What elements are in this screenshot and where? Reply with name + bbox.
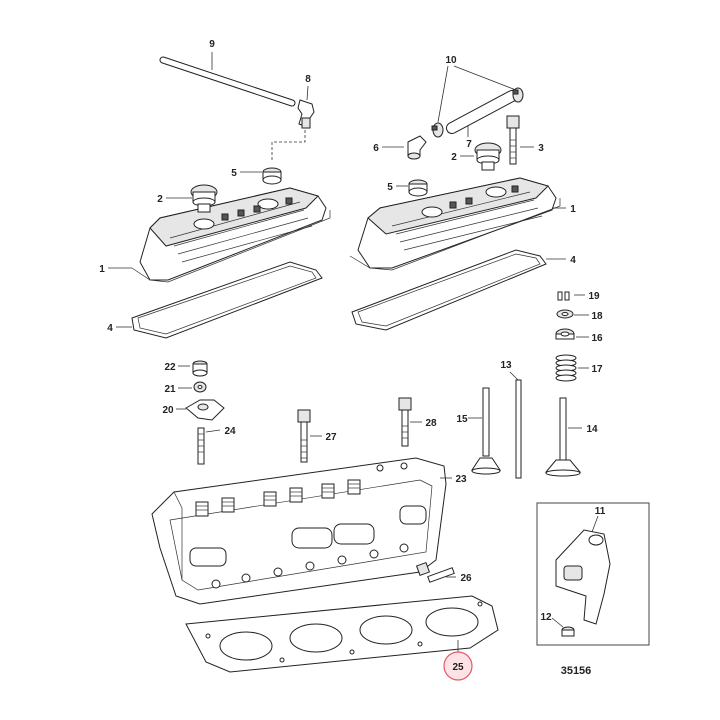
- valve-cover-left: [131, 187, 331, 283]
- head-springs: [195, 479, 361, 517]
- callout-3[interactable]: 3: [538, 143, 544, 154]
- valve-cover-right: [349, 177, 561, 271]
- callout-16[interactable]: 16: [591, 333, 603, 344]
- nut-22: [192, 360, 208, 377]
- grommet-5-right: [408, 179, 428, 197]
- callout-14[interactable]: 14: [586, 424, 598, 435]
- callout-19[interactable]: 19: [588, 291, 600, 302]
- valve-14: [544, 397, 582, 477]
- callout-1-left[interactable]: 1: [99, 264, 105, 275]
- grommet-5-left: [262, 167, 282, 185]
- callout-2-right[interactable]: 2: [451, 152, 457, 163]
- elbow-fitting-8: [297, 99, 315, 129]
- cap-2-right: [474, 142, 502, 171]
- callout-1-right[interactable]: 1: [570, 204, 576, 215]
- head-gasket-25: [185, 595, 499, 673]
- seal-16: [555, 328, 575, 340]
- pushrod-13: [515, 379, 522, 479]
- callout-13[interactable]: 13: [500, 360, 512, 371]
- callout-15[interactable]: 15: [456, 414, 468, 425]
- bolt-28: [398, 397, 412, 447]
- callout-5-right[interactable]: 5: [387, 182, 393, 193]
- stud-24: [197, 427, 205, 465]
- valve-15: [471, 387, 501, 475]
- gasket-4-left: [131, 261, 323, 339]
- callout-5-left[interactable]: 5: [231, 168, 237, 179]
- clamp-10-b: [512, 87, 524, 103]
- valve-key-19: [557, 291, 570, 301]
- callout-9[interactable]: 9: [209, 39, 215, 50]
- callout-6[interactable]: 6: [373, 143, 379, 154]
- ball-21: [193, 381, 207, 393]
- bolt-27: [297, 409, 311, 463]
- bracket-11: [555, 529, 611, 625]
- callout-26[interactable]: 26: [460, 573, 472, 584]
- retainer-18: [556, 309, 574, 319]
- callout-4-right[interactable]: 4: [570, 255, 576, 266]
- callout-17[interactable]: 17: [591, 364, 603, 375]
- elbow-fitting-6: [407, 135, 427, 160]
- clamp-10-a: [431, 122, 444, 138]
- callout-11[interactable]: 11: [595, 506, 606, 517]
- callout-4-left[interactable]: 4: [107, 323, 113, 334]
- callout-10[interactable]: 10: [445, 55, 457, 66]
- hose-7: [446, 90, 518, 134]
- callout-21[interactable]: 21: [164, 384, 176, 395]
- callout-23[interactable]: 23: [455, 474, 467, 485]
- cylinder-head-23: [151, 457, 447, 605]
- callout-20[interactable]: 20: [162, 405, 174, 416]
- callout-18[interactable]: 18: [591, 311, 603, 322]
- callout-7[interactable]: 7: [466, 139, 472, 150]
- bolt-3: [506, 115, 520, 165]
- inset-box: [536, 502, 650, 646]
- breather-tube-9: [159, 56, 296, 107]
- diagram-reference-number: 35156: [561, 665, 592, 677]
- callout-28[interactable]: 28: [425, 418, 437, 429]
- bolt-26: [415, 561, 455, 583]
- callout-2-left[interactable]: 2: [157, 194, 163, 205]
- callout-24[interactable]: 24: [224, 426, 236, 437]
- callout-27[interactable]: 27: [325, 432, 337, 443]
- valve-spring-17: [555, 354, 577, 382]
- callout-25-highlight[interactable]: 25: [443, 651, 473, 681]
- callout-22[interactable]: 22: [164, 362, 176, 373]
- screw-12: [561, 626, 575, 637]
- callout-12[interactable]: 12: [540, 612, 552, 623]
- callout-25[interactable]: 25: [452, 662, 464, 673]
- cap-2-left: [190, 184, 218, 213]
- gasket-4-right: [351, 249, 547, 331]
- rocker-arm-20: [185, 399, 225, 421]
- callout-8[interactable]: 8: [305, 74, 311, 85]
